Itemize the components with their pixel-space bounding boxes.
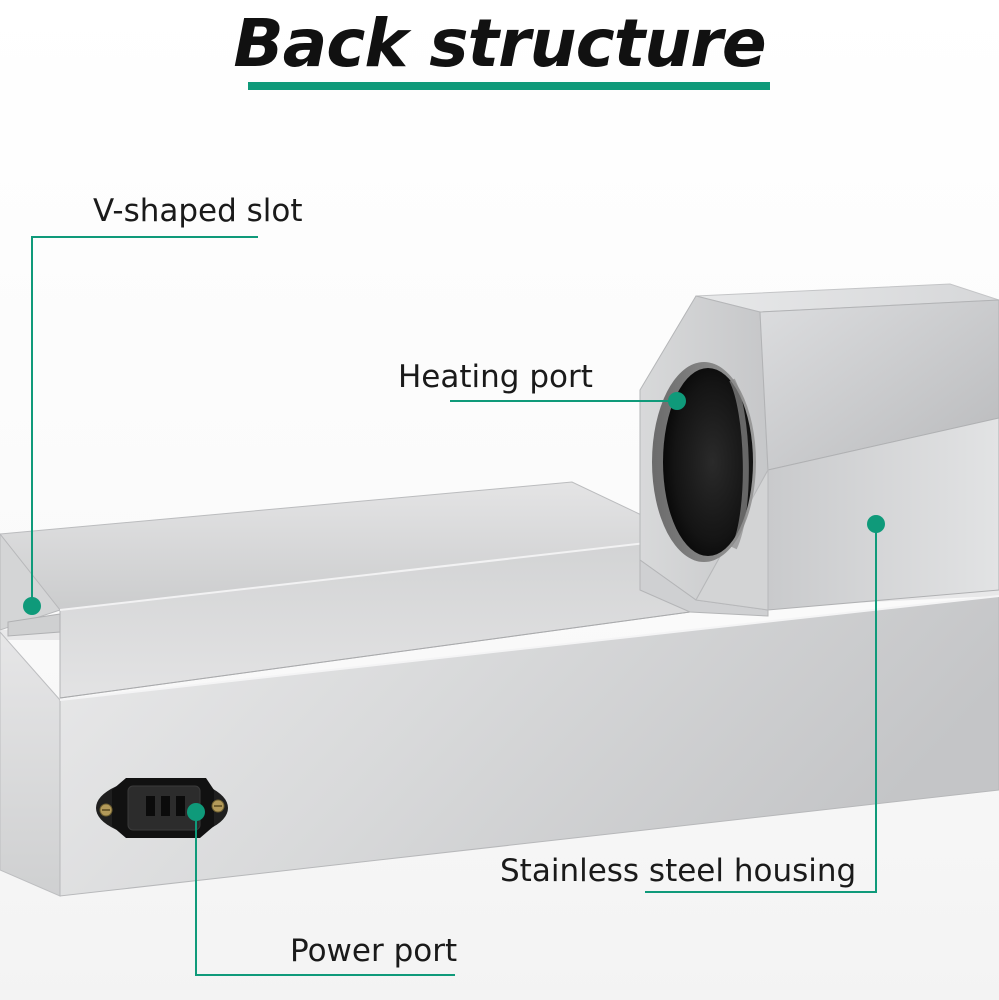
heating-port-label: Heating port xyxy=(398,359,593,395)
power-port-callout-line xyxy=(195,812,455,976)
housing-dot xyxy=(867,515,885,533)
power-port-dot xyxy=(187,803,205,821)
heating-port-dot xyxy=(668,392,686,410)
power-port-label: Power port xyxy=(290,933,458,969)
housing-label: Stainless steel housing xyxy=(500,853,857,889)
heating-port-opening xyxy=(663,368,753,556)
housing-left-face xyxy=(0,631,61,897)
callout-dots xyxy=(23,392,885,821)
v-slot-label: V-shaped slot xyxy=(93,193,303,229)
title-underline xyxy=(248,82,770,90)
housing-callout-line xyxy=(645,524,877,893)
v-slot-dot xyxy=(23,597,41,615)
heater-roof-face xyxy=(759,299,999,471)
v-slot-callout-line xyxy=(31,236,258,606)
power-socket xyxy=(96,778,228,838)
page-title: Back structure xyxy=(233,5,766,82)
callout-lines xyxy=(31,236,877,976)
